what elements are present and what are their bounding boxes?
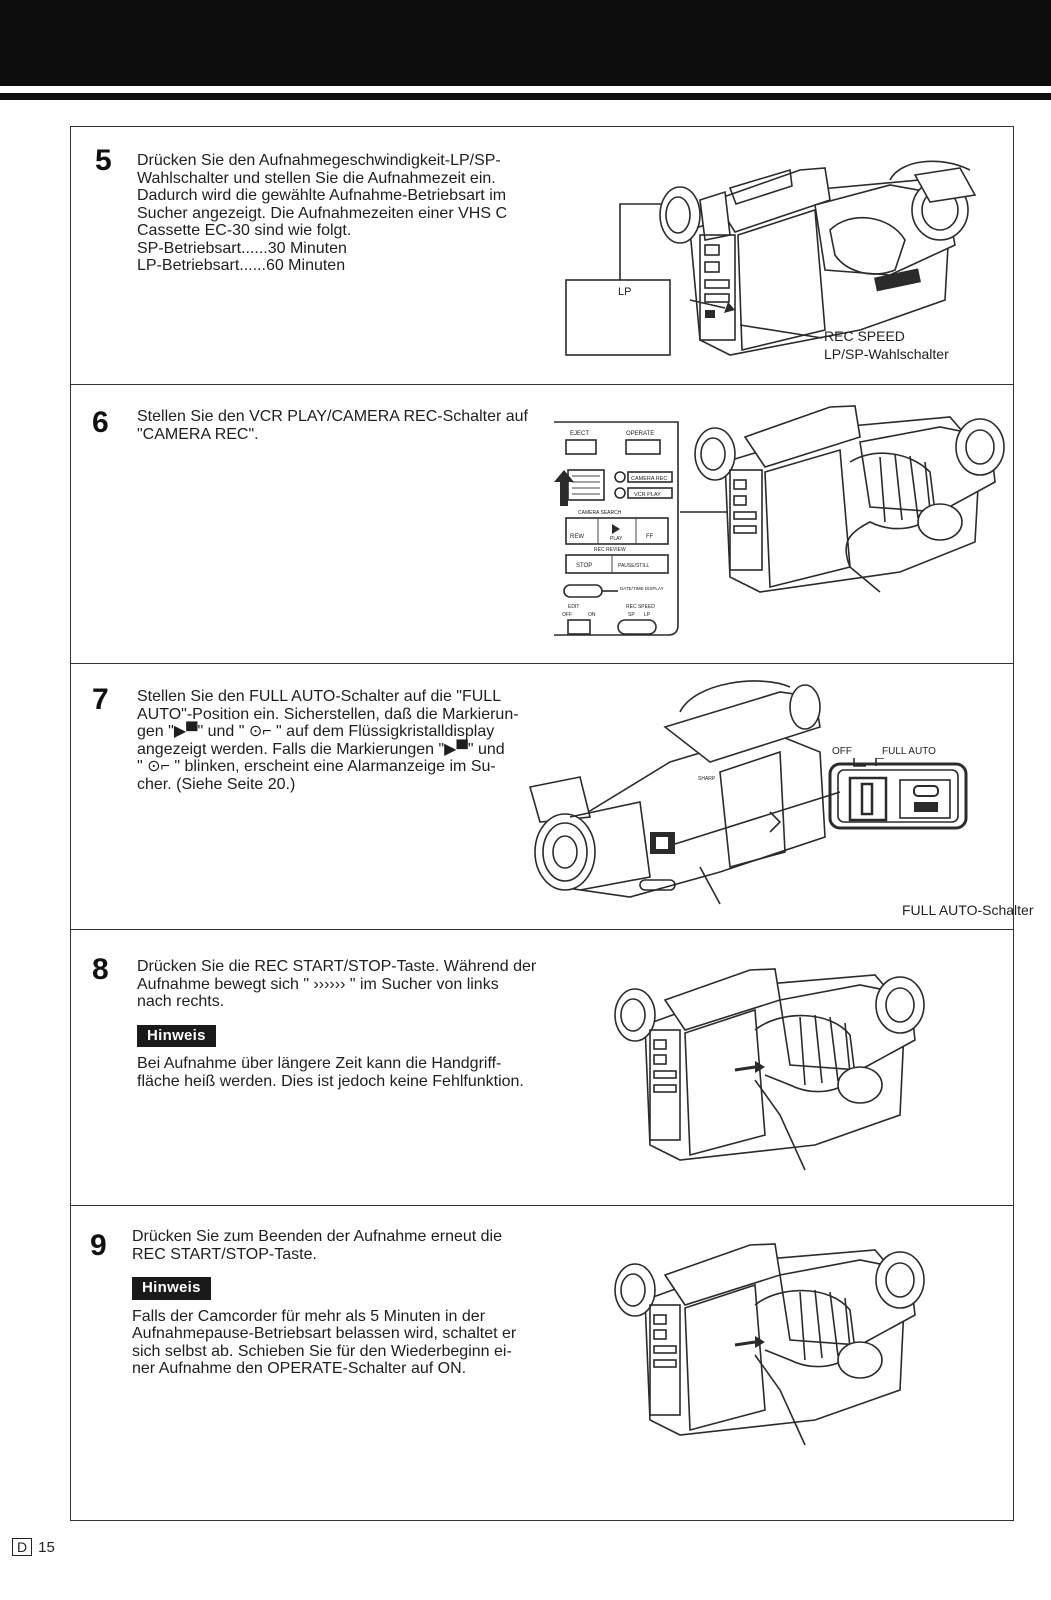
text-line: Drücken Sie zum Beenden der Aufnahme ern… [132,1228,503,1245]
text-line: Aufnahmepause-Betriebsart belassen wird,… [132,1325,517,1342]
text-line: Bei Aufnahme über längere Zeit kann die … [137,1055,502,1072]
text-line: Drücken Sie die REC START/STOP-Taste. Wä… [137,958,537,975]
vcr-play-label: VCR PLAY [634,492,661,498]
text-line: SP-Betriebsart......30 Minuten [137,239,347,257]
on-label: ON [588,612,596,618]
step-text: Stellen Sie den FULL AUTO-Schalter auf d… [137,688,542,793]
full-auto-switch-callout: FULL AUTO-Schalter [902,902,1034,918]
section-divider [70,663,1014,664]
edit-label: EDIT [568,604,579,610]
rec-speed-panel-label: REC SPEED [626,604,655,610]
step-text: Stellen Sie den VCR PLAY/CAMERA REC-Scha… [137,408,542,443]
camera-rec-label: CAMERA REC [631,476,667,482]
instruction-frame [70,126,1014,1521]
section-divider [70,384,1014,385]
lp-sp-switch-callout: LP/SP-Wahlschalter [824,346,949,362]
rew-label: REW [570,534,584,540]
text-line: " ⊙⌐ " blinken, erscheint eine Alarmanze… [137,758,496,775]
rec-speed-callout: REC SPEED [824,328,905,344]
play-label: PLAY [610,536,623,542]
text-line: REC START/STOP-Taste. [132,1245,317,1263]
text-line: gen "▶▀" und " ⊙⌐ " auf dem Flüssigkrist… [137,723,495,740]
text-line: Sucher angezeigt. Die Aufnahmezeiten ein… [137,204,507,222]
operate-label: OPERATE [626,431,654,437]
page-number-text: 15 [38,1539,55,1556]
camcorder-front-illustration: SHARP [528,680,840,905]
text-line: Wahlschalter und stellen Sie die Aufnahm… [137,169,496,187]
text-line: Cassette EC-30 sind wie folgt. [137,222,352,239]
text-line: AUTO"-Position ein. Sicherstellen, daß d… [137,705,519,723]
full-auto-switch-label: FULL AUTO [882,746,936,757]
step-number: 7 [92,683,109,716]
text-line: LP-Betriebsart......60 Minuten [137,257,346,274]
text-line: Aufnahme bewegt sich " ›››››› " im Suche… [137,975,499,993]
off-switch-label: OFF [832,746,852,757]
camcorder-grip-illustration [680,405,1005,593]
camcorder-record-button-illustration [614,968,925,1171]
camcorder-lp-illustration: LP [565,160,977,356]
step-number: 5 [95,144,112,177]
off-label: OFF [562,612,572,618]
date-time-label: DATE/TIME DISPLAY [620,586,664,591]
lp-label: LP [644,612,651,618]
ff-label: FF [646,534,654,540]
control-panel-illustration: EJECT OPERATE CAMERA REC VCR PLAY CAMERA… [554,421,679,636]
rec-review-label: REC REVIEW [594,547,626,553]
text-line: Stellen Sie den FULL AUTO-Schalter auf d… [137,688,502,705]
text-line: sich selbst ab. Schieben Sie für den Wie… [132,1342,512,1360]
header-rule [0,93,1051,100]
step-text: Drücken Sie den Aufnahmegeschwindigkeit-… [137,152,542,275]
step-number: 6 [92,406,109,439]
eject-label: EJECT [570,431,589,437]
step-text: Drücken Sie die REC START/STOP-Taste. Wä… [137,958,542,1090]
full-auto-switch-closeup [828,758,968,830]
header-bar [0,0,1051,86]
text-line: Falls der Camcorder für mehr als 5 Minut… [132,1307,486,1325]
text-line: Dadurch wird die gewählte Aufnahme-Betri… [137,187,507,204]
camera-search-label: CAMERA SEARCH [578,510,622,516]
text-line: angezeigt werden. Falls die Markierungen… [137,740,505,758]
text-line: ner Aufnahme den OPERATE-Schalter auf ON… [132,1360,467,1377]
section-divider [70,929,1014,930]
text-line: nach rechts. [137,993,225,1010]
note-label: Hinweis [132,1277,211,1300]
step-number: 9 [90,1229,107,1262]
step-text: Drücken Sie zum Beenden der Aufnahme ern… [132,1228,542,1378]
note-label: Hinweis [137,1024,216,1047]
text-line: fläche heiß werden. Dies ist jedoch kein… [137,1072,524,1090]
step-number: 8 [92,953,109,986]
brand-label: SHARP [698,776,716,782]
text-line: Drücken Sie den Aufnahmegeschwindigkeit-… [137,152,501,169]
sp-label: SP [628,612,635,618]
text-line: cher. (Siehe Seite 20.) [137,775,296,793]
language-box: D [12,1538,33,1556]
text-line: "CAMERA REC". [137,425,259,443]
stop-label: STOP [576,563,592,569]
camcorder-stop-button-illustration [614,1243,925,1446]
section-divider [70,1205,1014,1206]
text-line: Stellen Sie den VCR PLAY/CAMERA REC-Scha… [137,408,528,425]
page-number: D 15 [12,1538,55,1556]
lp-display-text: LP [618,286,631,298]
pause-still-label: PAUSE/STILL [618,563,650,569]
